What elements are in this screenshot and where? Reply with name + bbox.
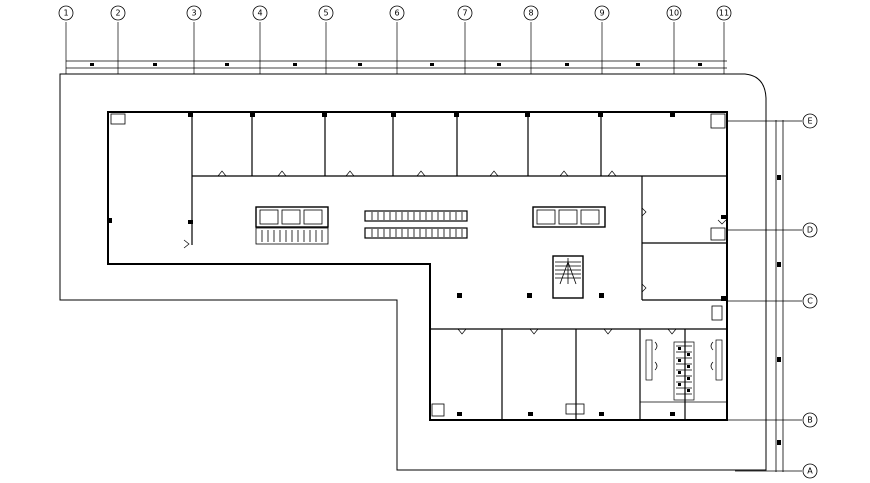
row-bubble-A: A — [735, 463, 818, 479]
restroom-fixtures — [645, 339, 723, 401]
column-label-4: 4 — [257, 9, 262, 18]
column-label-2: 2 — [115, 9, 120, 18]
row-bubble-D: D — [727, 222, 818, 238]
right-dimension-strip — [775, 120, 784, 472]
column-bubble-3: 3 — [186, 5, 202, 74]
column-bubble-7: 7 — [457, 5, 473, 74]
column-label-7: 7 — [462, 9, 467, 18]
row-bubble-E: E — [727, 113, 818, 129]
row-bubble-C: C — [727, 293, 818, 309]
stair-core — [552, 255, 584, 299]
row-label-B: B — [807, 416, 813, 425]
restroom-fixture-marks — [678, 347, 690, 392]
column-bubble-1: 1 — [58, 5, 74, 74]
column-label-6: 6 — [394, 9, 399, 18]
elevator-bank-right — [532, 206, 606, 228]
column-label-5: 5 — [323, 9, 328, 18]
door-swings — [183, 170, 727, 335]
column-bubble-8: 8 — [523, 5, 539, 74]
top-dimension-strip — [66, 60, 727, 75]
elevator-bank-left — [255, 206, 329, 245]
structural-columns — [108, 113, 726, 416]
row-bubble-B: B — [727, 412, 818, 428]
column-bubble-2: 2 — [110, 5, 126, 74]
column-label-3: 3 — [191, 9, 196, 18]
column-grid: 1 2 3 4 5 6 7 — [58, 5, 732, 74]
row-label-D: D — [807, 226, 813, 235]
row-grid: E D C B A — [727, 113, 818, 479]
column-bubble-10: 10 — [666, 5, 682, 74]
column-label-8: 8 — [528, 9, 533, 18]
column-bubble-6: 6 — [389, 5, 405, 74]
column-bubble-5: 5 — [318, 5, 334, 74]
column-label-11: 11 — [719, 9, 729, 18]
column-label-10: 10 — [669, 9, 679, 18]
column-bubble-9: 9 — [594, 5, 610, 74]
column-bubble-11: 11 — [716, 5, 732, 74]
row-label-A: A — [807, 467, 813, 476]
row-label-E: E — [807, 117, 812, 126]
building-outline — [107, 111, 728, 421]
outer-boundary — [59, 73, 767, 471]
column-label-9: 9 — [599, 9, 604, 18]
column-label-1: 1 — [63, 9, 68, 18]
interior-walls — [191, 112, 727, 420]
corner-shafts — [110, 113, 726, 417]
row-label-C: C — [807, 297, 813, 306]
column-bubble-4: 4 — [252, 5, 268, 74]
escalators — [364, 210, 468, 239]
